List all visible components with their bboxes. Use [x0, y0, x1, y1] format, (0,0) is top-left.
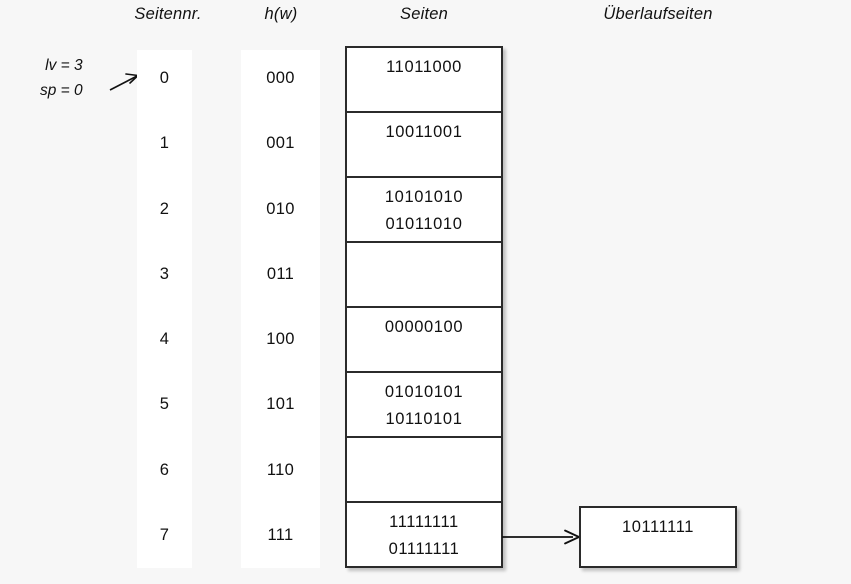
parameter-annotation: lv = 3 sp = 0 [40, 53, 83, 103]
page-row: 10101010 01011010 [347, 178, 501, 243]
seitennr-cell: 4 [159, 330, 170, 349]
hw-cell: 101 [266, 395, 295, 414]
seitennr-cell: 6 [159, 460, 170, 479]
seitennr-cell: 5 [159, 395, 170, 414]
page-row [347, 438, 501, 503]
parameter-sp: sp = 0 [40, 82, 83, 99]
hw-cell: 111 [267, 525, 294, 544]
page-entry: 11111111 [389, 513, 459, 531]
hw-cell: 000 [266, 69, 295, 88]
column-header-hw: h(w) [264, 5, 298, 23]
hw-column: 000 001 010 011 100 101 110 111 [241, 46, 320, 568]
hw-cell: 011 [266, 264, 295, 283]
hw-column-background [241, 50, 320, 568]
column-header-ueberlaufseiten: Überlaufseiten [603, 5, 713, 23]
hw-cell: 001 [266, 134, 295, 153]
seitennr-cell: 1 [159, 134, 170, 153]
seitennr-cell: 7 [159, 525, 170, 544]
page-row: 10011001 [347, 113, 501, 178]
page-entry: 10101010 [384, 188, 464, 206]
page-row [347, 243, 501, 308]
page-entry: 11011000 [386, 58, 462, 76]
column-header-seitennr: Seitennr. [134, 5, 202, 23]
page-entry: 01111111 [388, 540, 460, 558]
parameter-lv: lv = 3 [45, 57, 83, 74]
seitennr-cell: 3 [159, 264, 170, 283]
pages-table: 11011000 10011001 10101010 01011010 00000… [345, 46, 503, 568]
seitennr-cell: 2 [159, 199, 170, 218]
page-entry: 10011001 [385, 123, 463, 141]
overflow-page-box: 10111111 [579, 506, 737, 568]
page-row: 11011000 [347, 48, 501, 113]
seitennr-column: 0 1 2 3 4 5 6 7 [137, 46, 192, 568]
hw-cell: 100 [266, 330, 295, 349]
page-row: 01010101 10110101 [347, 373, 501, 438]
column-header-seiten: Seiten [400, 5, 448, 23]
seitennr-cell: 0 [159, 69, 170, 88]
page-row: 00000100 [347, 308, 501, 373]
hw-cell: 110 [266, 460, 295, 479]
seitennr-column-background [137, 50, 192, 568]
page-entry: 00000100 [384, 318, 464, 336]
overflow-page-entry: 10111111 [621, 518, 695, 536]
hw-cell: 010 [266, 199, 295, 218]
arrow-right-icon [502, 529, 580, 545]
page-entry: 10110101 [385, 410, 463, 428]
page-entry: 01010101 [384, 383, 464, 401]
page-entry: 01011010 [385, 215, 463, 233]
page-row: 11111111 01111111 [347, 503, 501, 566]
